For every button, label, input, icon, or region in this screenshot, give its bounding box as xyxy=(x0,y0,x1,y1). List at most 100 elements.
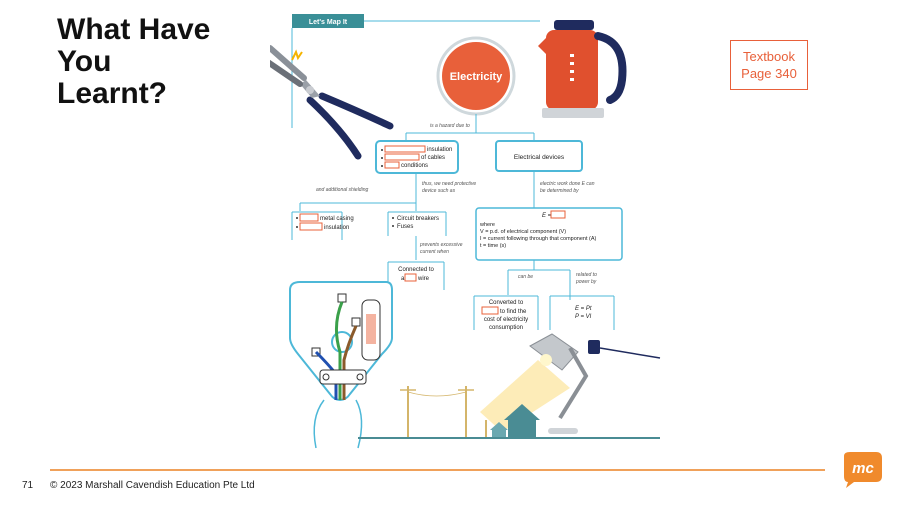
protective-box: Circuit breakers Fuses xyxy=(387,211,447,236)
kettle-gauge xyxy=(570,62,574,65)
textbook-page: Page 340 xyxy=(741,66,797,81)
lamp-arm xyxy=(558,347,589,420)
pliers-illustration xyxy=(259,45,394,160)
earth-wire xyxy=(335,301,344,400)
title-line: You xyxy=(57,45,112,78)
footer-divider xyxy=(50,469,825,471)
kettle-illustration xyxy=(538,20,627,118)
pliers-pivot xyxy=(306,86,314,94)
textbook-label: Textbook xyxy=(742,49,796,64)
hazard-item-1: insulation xyxy=(427,147,452,153)
converted-box: Converted to to find the cost of electri… xyxy=(473,295,539,331)
plug-terminal-live xyxy=(351,317,361,327)
link-hazard: is a hazard due to xyxy=(430,123,470,129)
energy-where: where xyxy=(479,222,495,228)
link-extra-shielding: and additional shielding xyxy=(316,187,368,193)
link-protective-2: device such as xyxy=(422,188,456,194)
spark-icon xyxy=(291,49,303,61)
kettle-gauge xyxy=(570,54,574,57)
devices-box: Electrical devices xyxy=(495,140,583,172)
link-work-done-2: be determined by xyxy=(540,188,579,194)
kettle-lid xyxy=(554,20,594,30)
shield-item-2: insulation xyxy=(324,225,349,231)
energy-var-t: t = time (s) xyxy=(480,243,506,249)
converted-line-4: consumption xyxy=(489,325,523,331)
house-small-roof xyxy=(490,422,508,430)
converted-line-3: cost of electricity xyxy=(484,317,528,323)
hazard-item-2: of cables xyxy=(421,155,445,161)
house xyxy=(508,418,536,438)
blank-field[interactable] xyxy=(384,145,426,153)
kettle-gauge xyxy=(570,70,574,73)
blank-field[interactable] xyxy=(299,222,323,231)
live-wire xyxy=(342,325,358,400)
plug-clamp xyxy=(319,369,367,385)
title-line: Learnt? xyxy=(57,77,168,110)
plug-illustration xyxy=(289,281,393,449)
blank-field[interactable] xyxy=(299,213,319,222)
pliers-handle-left xyxy=(306,96,362,160)
converted-line-2: to find the xyxy=(500,309,527,315)
mc-logo: mc xyxy=(840,452,884,493)
copyright-notice: © 2023 Marshall Cavendish Education Pte … xyxy=(50,480,255,491)
electricity-label: Electricity xyxy=(450,71,503,83)
lamp-bulb xyxy=(540,354,552,366)
energy-box-frame xyxy=(475,207,623,261)
energy-box: E = where V = p.d. of electrical compone… xyxy=(475,207,623,261)
lamp-plug-cable xyxy=(599,347,661,359)
hazard-item-3: conditions xyxy=(401,163,428,169)
devices-box-frame xyxy=(495,140,583,172)
energy-formula: E = xyxy=(542,213,552,219)
logo-bubble xyxy=(844,452,882,488)
blank-field[interactable] xyxy=(550,210,566,219)
title-line: What Have xyxy=(57,13,211,46)
house-roof xyxy=(504,404,540,420)
header-tab-bg xyxy=(292,14,364,28)
energy-var-v: V = p.d. of electrical component (V) xyxy=(480,229,566,235)
slide-title: What Have You Learnt? xyxy=(57,14,277,110)
logo-text: mc xyxy=(852,460,874,477)
plug-cord xyxy=(355,399,363,449)
connected-box: Connected to a wire xyxy=(387,261,445,290)
pliers-handle-right xyxy=(318,92,394,130)
protective-item-2: Fuses xyxy=(397,224,413,230)
connected-wire: wire xyxy=(417,276,430,282)
concept-map-svg: Let's Map It Electricity xyxy=(259,14,661,449)
power-box: E = Pt P = VI xyxy=(549,295,615,330)
connected-line-1: Connected to xyxy=(398,267,434,273)
kettle-gauge xyxy=(570,78,574,81)
page-number: 71 xyxy=(22,480,34,491)
link-work-done-1: electric work done E can xyxy=(540,181,595,187)
kettle-spout xyxy=(538,38,546,54)
electricity-circle xyxy=(442,42,510,110)
pliers-nose-2 xyxy=(267,45,307,81)
blank-field[interactable] xyxy=(384,153,420,161)
devices-label: Electrical devices xyxy=(514,154,565,161)
energy-var-i: I = current following through that compo… xyxy=(480,236,596,242)
link-related-power-2: power by xyxy=(575,279,597,285)
link-prevents-2: current when xyxy=(420,249,449,255)
blank-field[interactable] xyxy=(404,273,417,282)
kettle-handle xyxy=(594,32,627,104)
lamp-plug xyxy=(588,340,600,354)
electricity-node: Electricity xyxy=(436,36,516,116)
protective-item-1: Circuit breakers xyxy=(397,216,439,222)
link-can-be: can be xyxy=(518,274,533,280)
concept-map: Let's Map It Electricity xyxy=(259,8,670,465)
plug-screw xyxy=(356,373,364,381)
lamp-light-beam xyxy=(480,360,570,432)
link-related-power-1: related to xyxy=(576,272,597,278)
plug-cord xyxy=(313,399,325,449)
map-header: Let's Map It xyxy=(291,14,540,128)
link-protective-1: thus, we need protective xyxy=(422,181,476,187)
shield-box: metal casing insulation xyxy=(291,211,354,240)
house-small xyxy=(492,428,506,438)
connected-a: a xyxy=(401,276,405,282)
textbook-reference[interactable]: Textbook Page 340 xyxy=(730,40,808,90)
blank-field[interactable] xyxy=(481,306,499,315)
plug-fuse xyxy=(366,314,376,344)
blank-field[interactable] xyxy=(384,161,400,169)
lamp-base xyxy=(548,428,578,434)
header-tab-label: Let's Map It xyxy=(309,19,348,26)
power-line-2: P = VI xyxy=(575,314,592,320)
